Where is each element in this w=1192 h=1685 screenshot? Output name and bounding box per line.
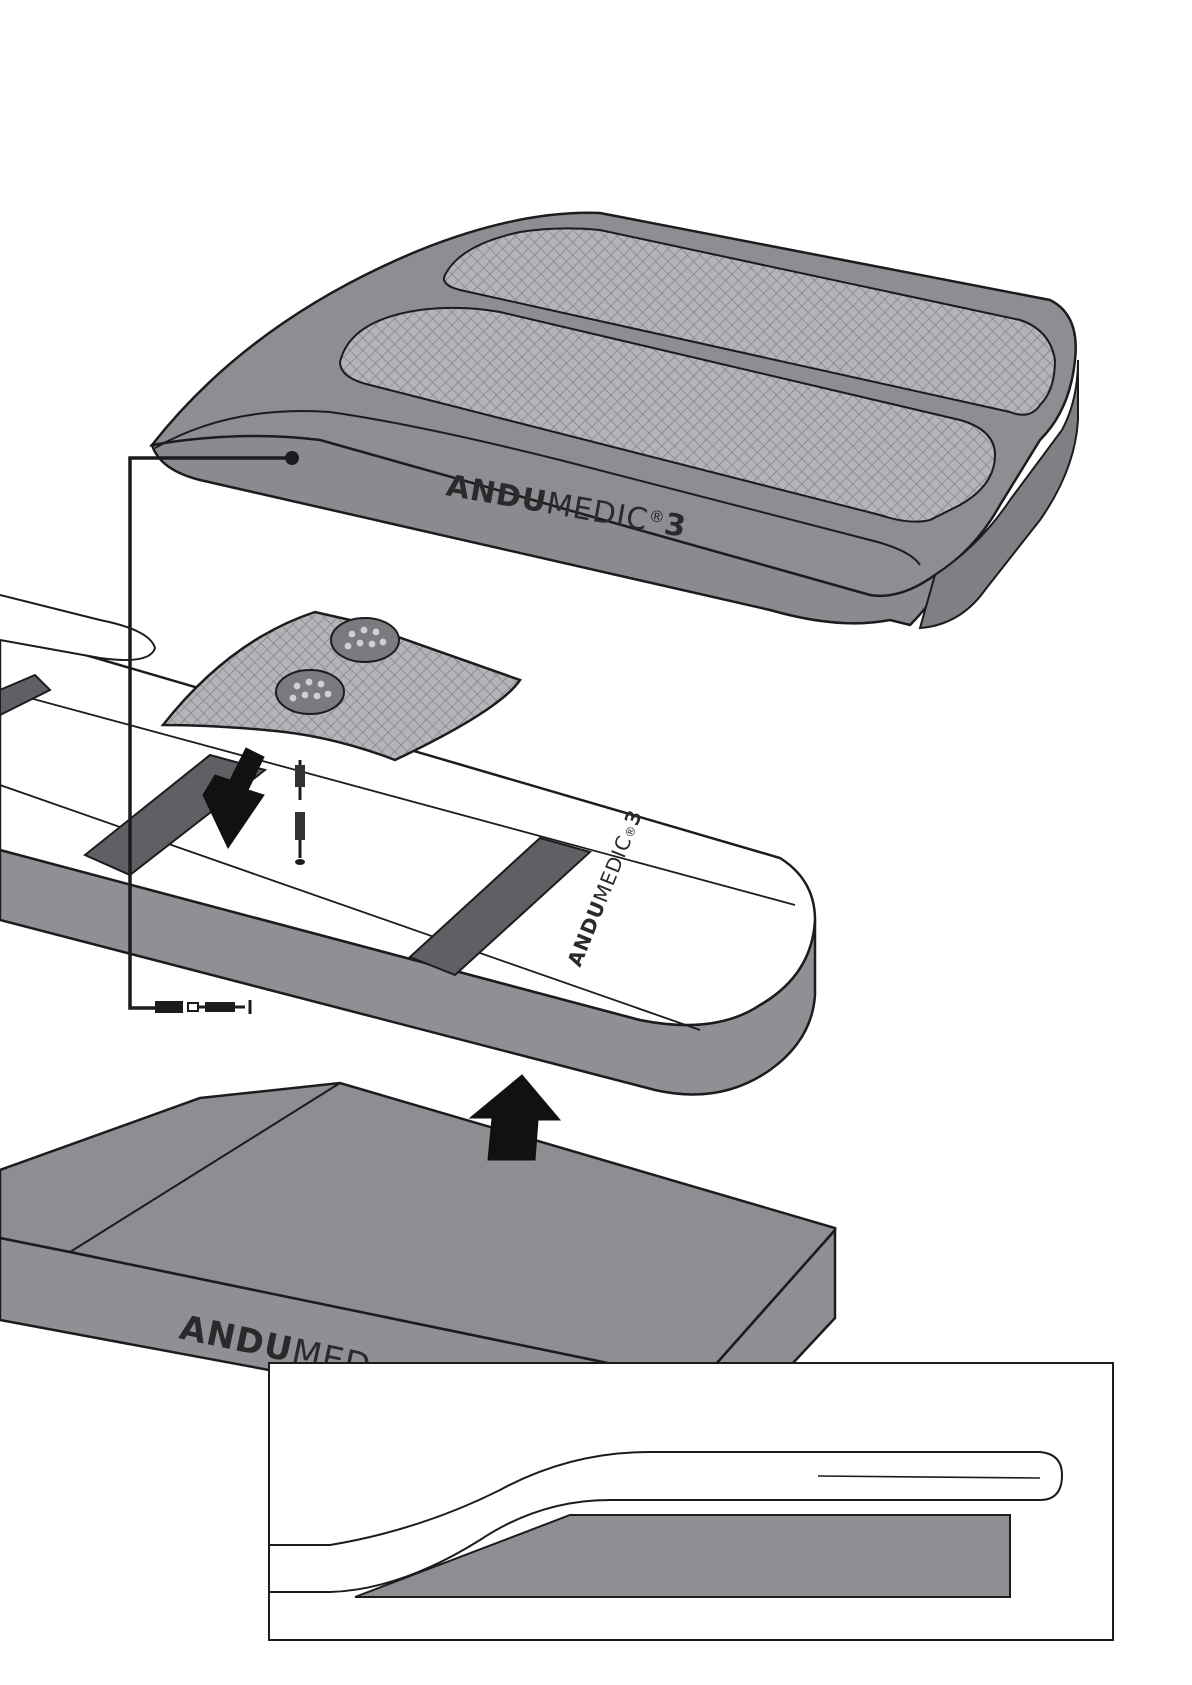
insert-air-pad-2 (276, 670, 344, 714)
insert-air-pad-1 (331, 618, 399, 662)
inset-frame (269, 1363, 1113, 1640)
pillow: ANDUMEDIC®3 (152, 213, 1078, 628)
cross-section-inset (269, 1363, 1113, 1640)
